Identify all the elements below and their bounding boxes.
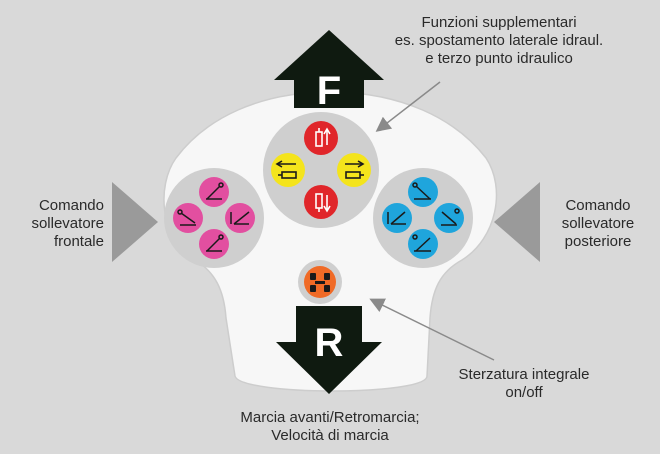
rear-depth-button[interactable] [382,203,412,233]
auxiliary-label-line: Funzioni supplementari [421,14,577,31]
front-depth-button[interactable] [225,203,255,233]
lift-raise-icon [206,182,224,200]
rear-raise-button[interactable] [408,177,438,207]
cylinder-down-icon [315,193,331,213]
steering-label-line: Sterzatura integrale [458,366,590,383]
front-hitch-pad [164,168,264,268]
float-icon [206,234,224,252]
reverse-arrow: R [276,306,382,394]
direction-speed-label: Marcia avanti/Retromarcia; Velocità di m… [170,409,490,445]
lift-lower-icon [441,208,460,226]
auxiliary-functions-label: Funzioni supplementari es. spostamento l… [340,14,658,68]
reverse-letter: R [315,321,344,365]
rear-hitch-label-line: posteriore [564,233,632,250]
cylinder-down-button[interactable] [304,185,338,219]
front-hitch-label-line: Comando [38,197,104,214]
rear-hitch-label: Comando sollevatore posteriore [542,197,654,251]
steering-callout-line [369,298,495,361]
direction-label-line: Marcia avanti/Retromarcia; [240,409,420,426]
right-pointer-triangle [494,182,540,262]
auxiliary-label-line: es. spostamento laterale idraul. [394,32,604,49]
depth-icon [387,211,406,225]
forward-arrow: F [274,30,384,113]
rear-hitch-label-line: Comando [565,197,631,214]
cylinder-right-icon [345,160,365,179]
steering-label-line: on/off [505,384,543,401]
rear-lower-button[interactable] [434,203,464,233]
rear-hitch-pad [373,168,473,268]
rear-hitch-label-line: sollevatore [561,215,635,232]
float-icon [412,234,431,252]
cylinder-up-button[interactable] [304,121,338,155]
rear-float-button[interactable] [408,229,438,259]
lift-lower-icon [177,209,196,226]
front-hitch-label-line: sollevatore [31,215,104,232]
front-float-button[interactable] [199,229,229,259]
lift-raise-icon [412,182,431,200]
auxiliary-label-line: e terzo punto idraulico [425,50,573,67]
cylinder-left-icon [275,160,297,179]
front-raise-button[interactable] [199,177,229,207]
forward-letter: F [317,69,341,113]
front-lower-button[interactable] [173,203,203,233]
depth-icon [230,211,250,225]
cylinder-right-button[interactable] [337,153,371,187]
four-wheel-steering-button[interactable] [304,266,336,298]
front-hitch-label-line: frontale [53,233,104,250]
control-panel-body [163,91,498,392]
direction-label-line: Velocità di marcia [271,427,389,444]
cylinder-up-icon [315,127,331,147]
auxiliary-callout-line [375,81,441,132]
left-pointer-triangle [112,182,158,262]
steering-label: Sterzatura integrale on/off [436,366,612,402]
auxiliary-hydraulics-pad [263,112,379,228]
four-wheel-steering-icon [310,273,330,292]
front-hitch-label: Comando sollevatore frontale [8,197,104,251]
cylinder-left-button[interactable] [271,153,305,187]
